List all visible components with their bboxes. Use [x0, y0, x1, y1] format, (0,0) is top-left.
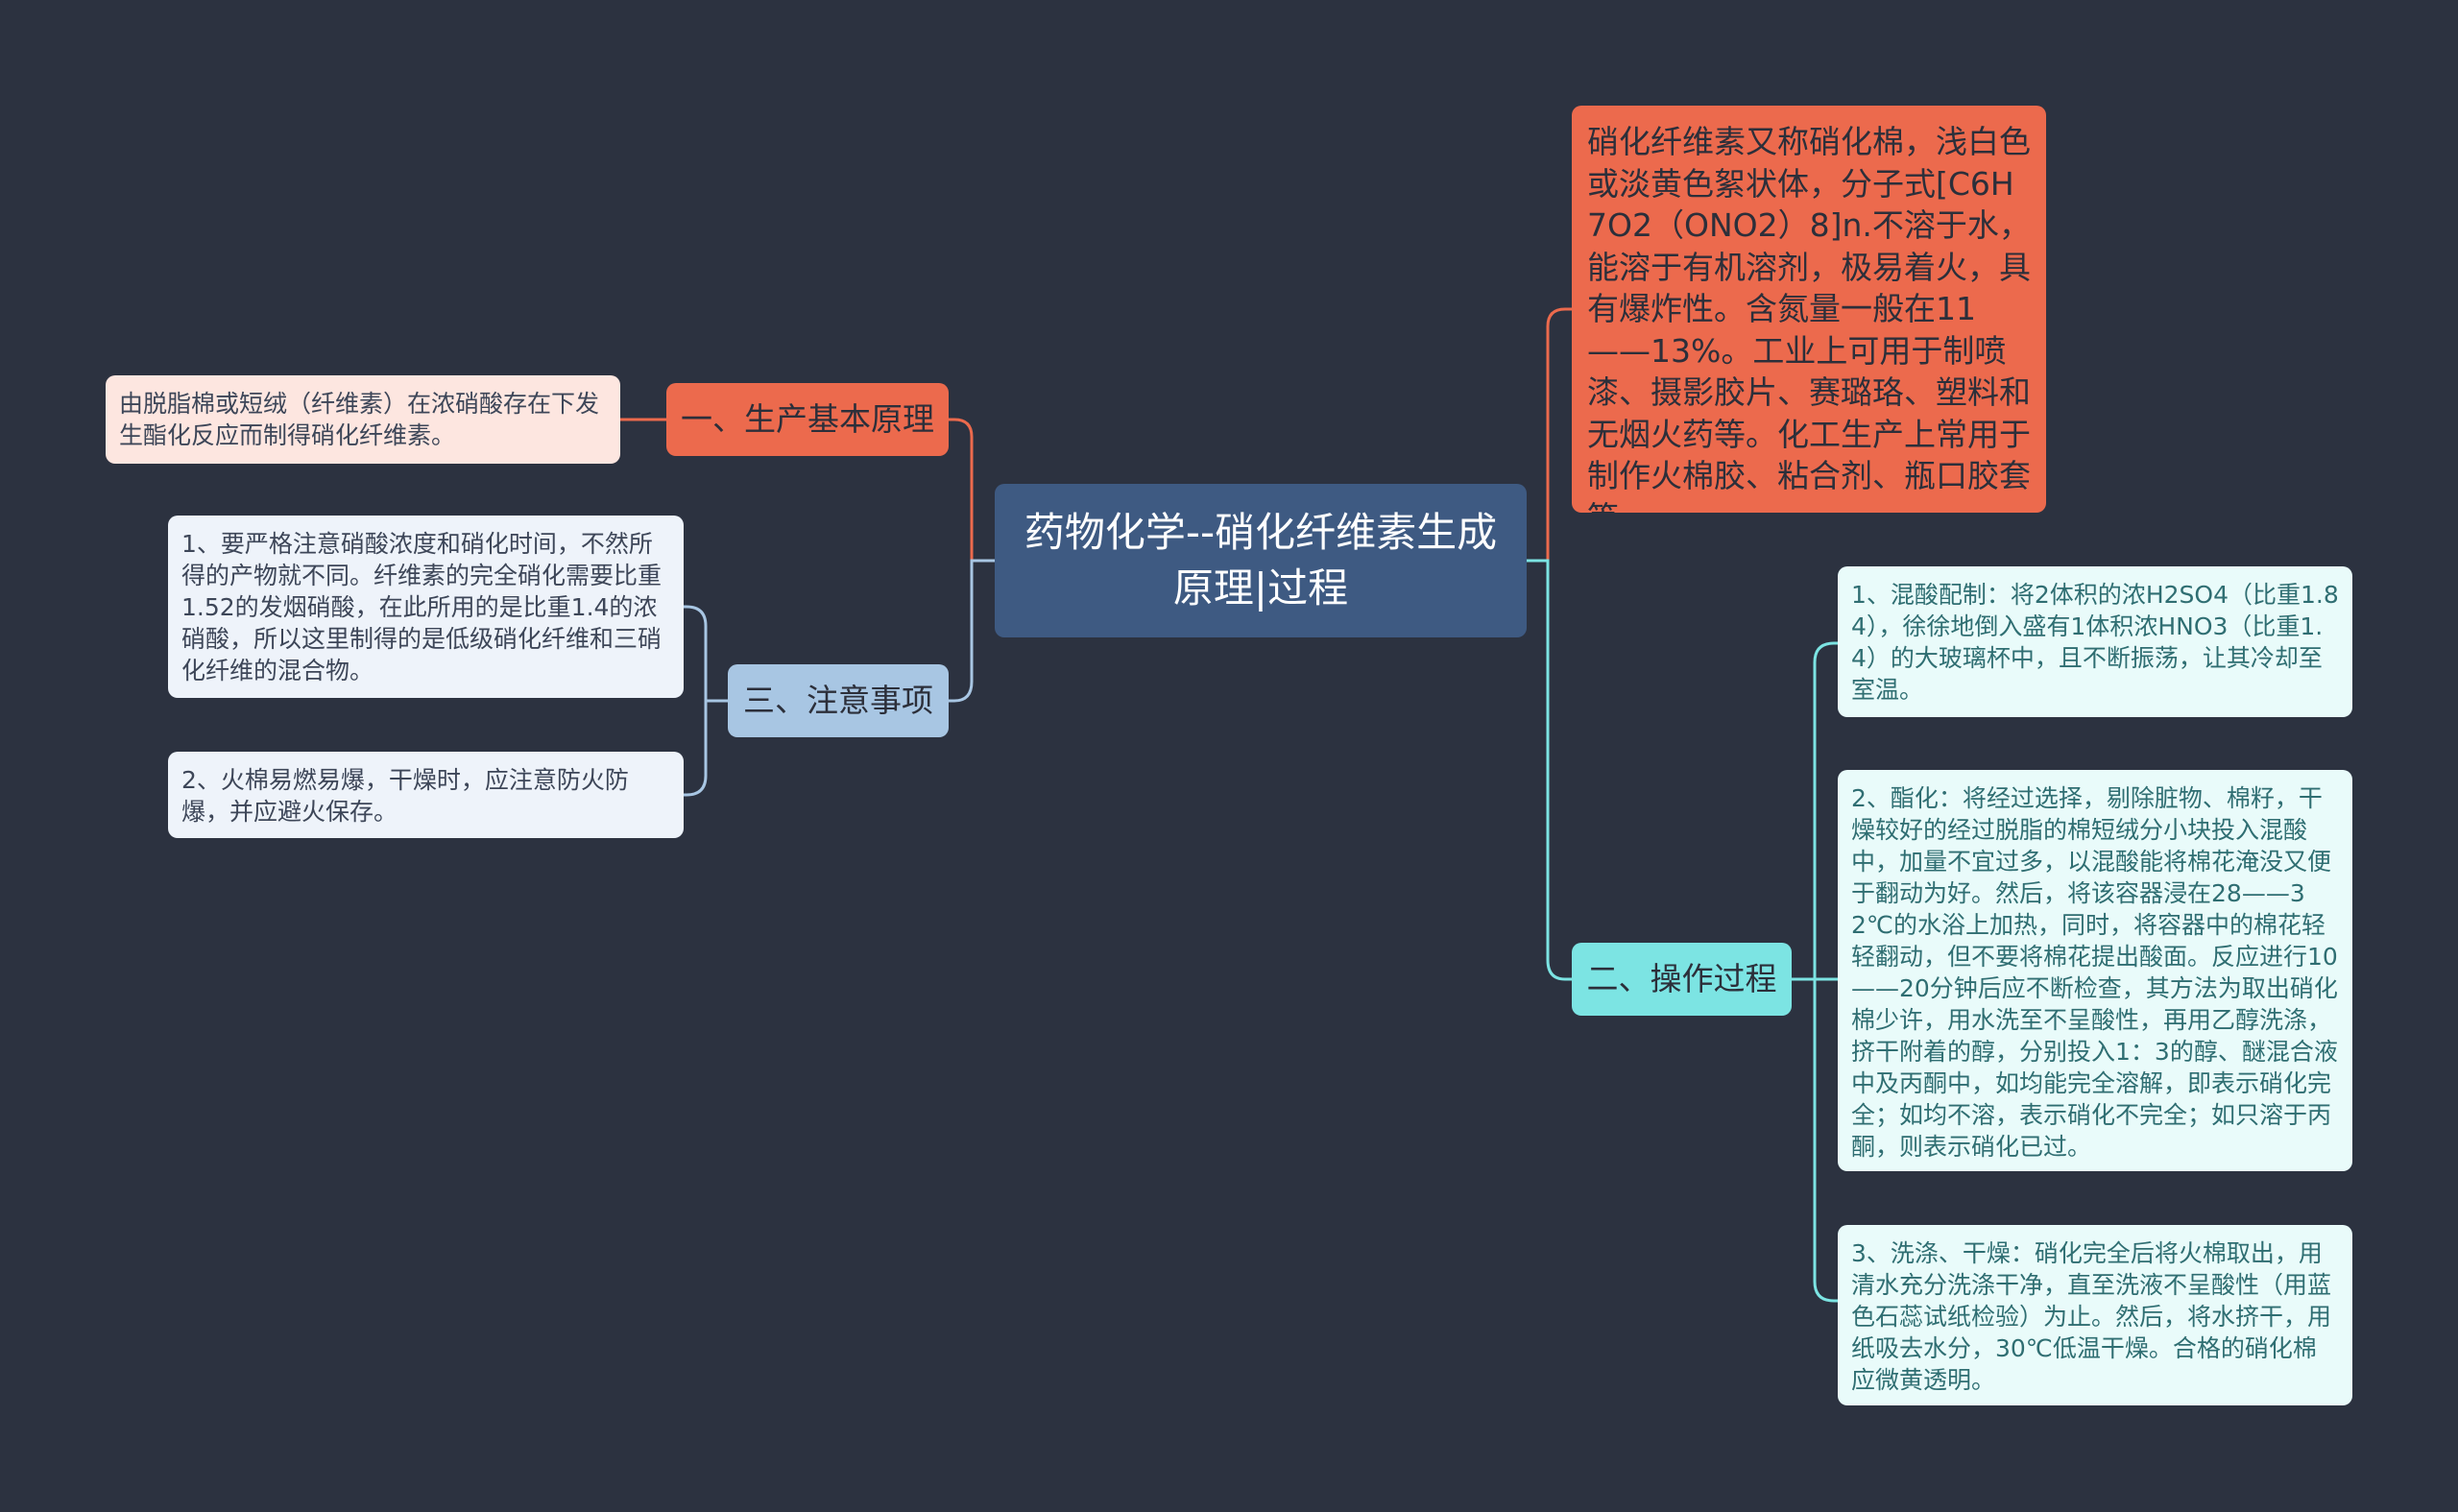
- leaf-principle-detail-text: 由脱脂棉或短绒（纤维素）在浓硝酸存在下发生酯化反应而制得硝化纤维素。: [119, 390, 600, 449]
- central-topic-label: 药物化学--硝化纤维素生成原理|过程: [1024, 509, 1498, 612]
- leaf-step-2-text: 2、酯化：将经过选择，剔除脏物、棉籽，干燥较好的经过脱脂的棉短绒分小块投入混酸中…: [1851, 784, 2338, 1161]
- branch-process-label: 二、操作过程: [1586, 960, 1777, 997]
- leaf-note-2-text: 2、火棉易燃易爆，干燥时，应注意防火防爆，并应避火保存。: [181, 766, 629, 826]
- leaf-principle-detail[interactable]: 由脱脂棉或短绒（纤维素）在浓硝酸存在下发生酯化反应而制得硝化纤维素。: [106, 375, 620, 464]
- edge-center-principle: [949, 418, 995, 563]
- edge-notes-note2: [684, 699, 728, 797]
- leaf-note-1[interactable]: 1、要严格注意硝酸浓度和硝化时间，不然所得的产物就不同。纤维素的完全硝化需要比重…: [168, 516, 684, 698]
- branch-principle-label: 一、生产基本原理: [681, 400, 934, 438]
- leaf-note-2[interactable]: 2、火棉易燃易爆，干燥时，应注意防火防爆，并应避火保存。: [168, 752, 684, 838]
- leaf-step-3[interactable]: 3、洗涤、干燥：硝化完全后将火棉取出，用清水充分洗涤干净，直至洗液不呈酸性（用蓝…: [1838, 1225, 2352, 1405]
- edge-process-step1: [1792, 641, 1838, 981]
- branch-principle[interactable]: 一、生产基本原理: [666, 383, 949, 456]
- branch-process[interactable]: 二、操作过程: [1572, 943, 1792, 1016]
- leaf-note-1-text: 1、要严格注意硝酸浓度和硝化时间，不然所得的产物就不同。纤维素的完全硝化需要比重…: [181, 530, 663, 684]
- edge-center-process: [1527, 559, 1572, 981]
- leaf-step-1[interactable]: 1、混酸配制：将2体积的浓H2SO4（比重1.84），徐徐地倒入盛有1体积浓HN…: [1838, 566, 2352, 717]
- edge-center-intro: [1527, 307, 1572, 563]
- branch-notes-label: 三、注意事项: [743, 682, 933, 719]
- edge-center-notes: [949, 559, 995, 703]
- leaf-step-2[interactable]: 2、酯化：将经过选择，剔除脏物、棉籽，干燥较好的经过脱脂的棉短绒分小块投入混酸中…: [1838, 770, 2352, 1171]
- edge-notes-note1: [684, 605, 728, 703]
- leaf-intro-text: 硝化纤维素又称硝化棉，浅白色或淡黄色絮状体，分子式[C6H7O2（ONO2）8]…: [1587, 123, 2031, 513]
- leaf-step-1-text: 1、混酸配制：将2体积的浓H2SO4（比重1.84），徐徐地倒入盛有1体积浓HN…: [1851, 581, 2339, 704]
- edge-process-step3: [1792, 977, 1838, 1303]
- leaf-step-3-text: 3、洗涤、干燥：硝化完全后将火棉取出，用清水充分洗涤干净，直至洗液不呈酸性（用蓝…: [1851, 1239, 2332, 1394]
- leaf-intro[interactable]: 硝化纤维素又称硝化棉，浅白色或淡黄色絮状体，分子式[C6H7O2（ONO2）8]…: [1572, 106, 2046, 513]
- branch-notes[interactable]: 三、注意事项: [728, 664, 949, 737]
- central-topic[interactable]: 药物化学--硝化纤维素生成原理|过程: [995, 484, 1527, 637]
